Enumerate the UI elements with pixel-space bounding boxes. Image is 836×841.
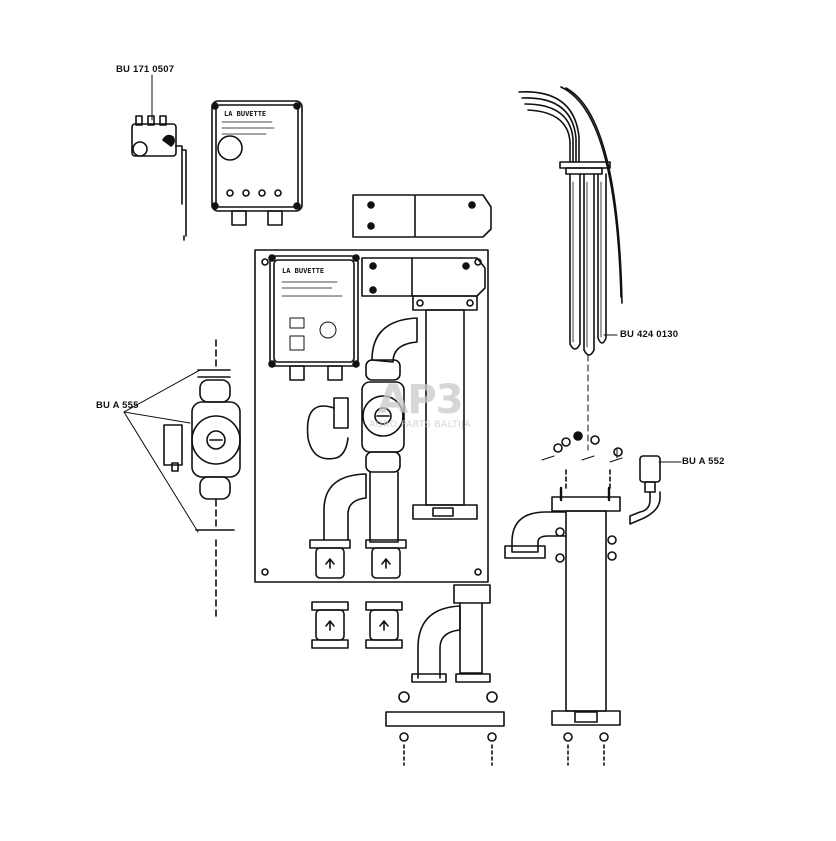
label-bu-171-0507: BU 171 0507 — [116, 64, 175, 75]
controller-box — [211, 100, 303, 226]
u-pipe — [411, 584, 491, 683]
clamp-bar — [385, 691, 505, 766]
heater-housing-exploded — [504, 431, 661, 766]
cover-bracket — [352, 194, 492, 238]
label-bu-a-552: BU A 552 — [682, 456, 725, 467]
circulation-pump — [163, 339, 241, 621]
mounting-panel — [254, 249, 489, 583]
heating-element — [518, 86, 623, 356]
thermostat-part — [131, 115, 187, 241]
leader-lines — [123, 74, 682, 533]
check-valves — [311, 601, 403, 649]
label-bu-424-0130: BU 424 0130 — [620, 329, 679, 340]
label-bu-a-555: BU A 555 — [96, 400, 139, 411]
watermark-logo: AP3 AGRO PARTS BALTIJA — [355, 380, 485, 430]
controller-brand-text: LA BUVETTE — [224, 110, 266, 118]
watermark-sub: AGRO PARTS BALTIJA — [369, 420, 471, 430]
panel-brand-text: LA BUVETTE — [282, 267, 324, 275]
watermark-main: AP3 — [377, 377, 463, 423]
